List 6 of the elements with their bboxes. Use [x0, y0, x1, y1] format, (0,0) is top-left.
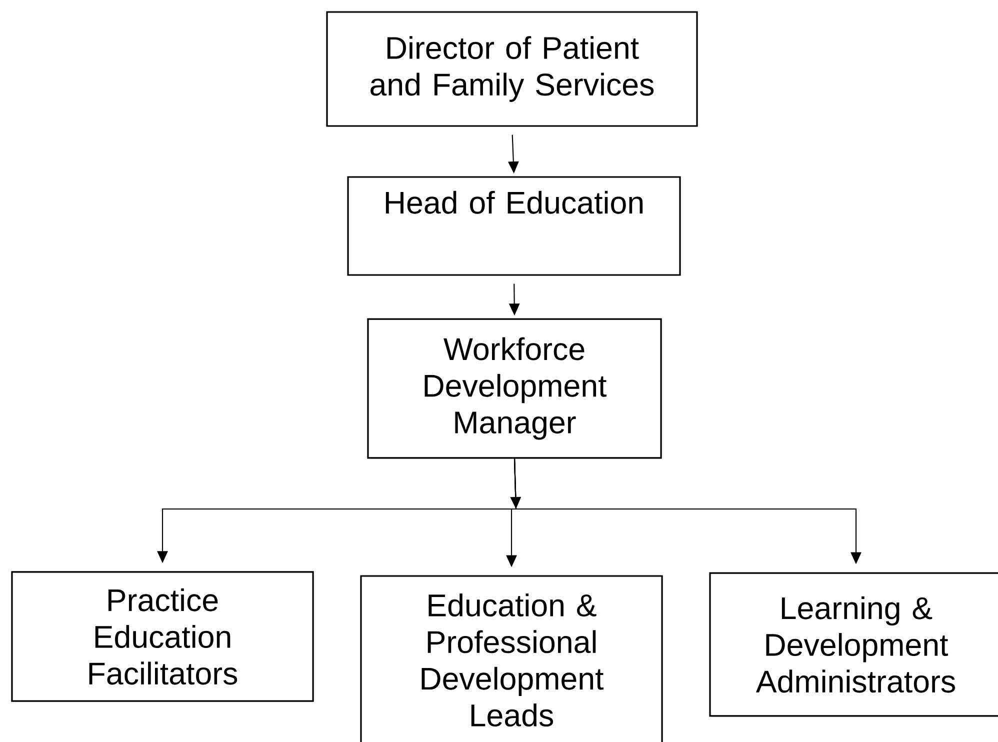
org-box: Education & Professional Development Leads — [360, 575, 663, 742]
org-box: Learning & Development Administrators — [709, 572, 998, 717]
org-box: Workforce Development Manager — [367, 318, 662, 459]
org-box: Practice Education Facilitators — [11, 571, 314, 702]
org-box: Head of Education — [347, 176, 681, 276]
org-box: Director of Patient and Family Services — [326, 11, 698, 127]
